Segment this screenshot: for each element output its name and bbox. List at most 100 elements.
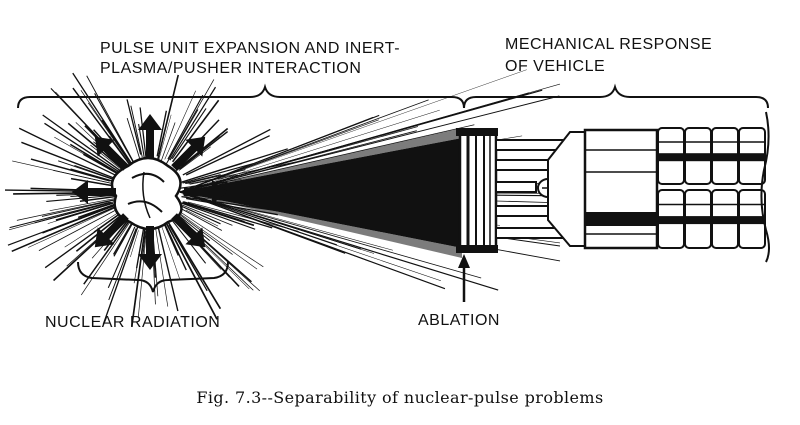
radiation-ray	[72, 72, 132, 164]
radiation-ray	[156, 224, 179, 312]
radiation-ray	[175, 212, 211, 241]
vehicle-module	[711, 189, 739, 249]
radiation-ray	[187, 201, 299, 232]
radiation-ray	[126, 117, 142, 165]
mechanical-response-label-line2: OF VEHICLE	[505, 58, 605, 75]
radiation-ray	[87, 102, 134, 168]
radiation-ray	[130, 105, 143, 158]
radiation-ray	[176, 209, 264, 268]
radiation-ray	[69, 143, 121, 175]
nuclear-radiation-brace	[77, 261, 229, 293]
radiation-ray	[86, 75, 135, 164]
radiation-ray	[179, 83, 561, 193]
radiation-ray	[162, 217, 218, 320]
radiation-ray	[188, 161, 296, 185]
blast-arrow	[138, 226, 162, 270]
ablation-label: ABLATION	[418, 312, 500, 329]
radiation-ray	[181, 204, 233, 226]
radiation-ray	[113, 221, 134, 257]
pulse-expansion-brace	[17, 83, 465, 109]
vehicle-module	[684, 127, 712, 185]
radiation-ray	[156, 110, 168, 157]
radiation-ray	[90, 144, 124, 172]
radiation-ray	[169, 79, 215, 158]
radiation-ray	[72, 87, 131, 166]
ablation-arrow	[458, 254, 470, 302]
radiation-ray	[49, 198, 116, 211]
radiation-ray	[169, 86, 217, 161]
radiation-ray	[130, 228, 146, 327]
radiation-ray	[179, 191, 482, 279]
radiation-ray	[21, 141, 120, 181]
radiation-ray	[180, 127, 229, 167]
radiation-ray	[53, 169, 118, 186]
radiation-ray	[177, 212, 233, 255]
radiation-ray	[157, 114, 172, 163]
vehicle-module	[684, 189, 712, 249]
vehicle-module	[657, 127, 685, 185]
radiation-ray	[107, 226, 136, 289]
radiation-ray	[177, 206, 223, 231]
radiation-ray	[164, 216, 222, 310]
radiation-ray	[30, 158, 110, 182]
radiation-ray	[8, 201, 115, 231]
radiation-ray	[135, 226, 145, 269]
radiation-ray	[179, 99, 429, 193]
vehicle-module	[711, 127, 739, 185]
radiation-ray	[80, 89, 134, 167]
radiation-ray	[168, 224, 208, 292]
vehicle-break-line	[760, 111, 770, 263]
radiation-ray	[130, 230, 139, 258]
blast-arrow	[138, 114, 162, 158]
radiation-ray	[179, 191, 446, 290]
vehicle-module	[657, 189, 685, 249]
vehicle-modules	[657, 127, 766, 249]
radiation-ray	[44, 122, 125, 176]
radiation-ray	[165, 109, 199, 166]
pulse-expansion-label-line1: PULSE UNIT EXPANSION AND INERT-	[100, 40, 400, 57]
radiation-ray	[156, 74, 180, 162]
radiation-ray	[42, 114, 123, 173]
radiation-ray	[155, 226, 169, 307]
radiation-ray	[160, 122, 176, 161]
radiation-ray	[80, 216, 134, 296]
radiation-ray	[179, 130, 417, 193]
radiation-ray	[178, 163, 243, 184]
radiation-ray	[179, 114, 380, 193]
radiation-ray	[126, 99, 142, 155]
radiation-ray	[41, 198, 120, 217]
blast-arrow	[171, 136, 206, 171]
radiation-ray	[182, 163, 254, 184]
radiation-ray	[139, 107, 147, 159]
radiation-ray	[38, 208, 119, 252]
figure-caption: Fig. 7.3--Separability of nuclear-pulse …	[196, 388, 604, 407]
radiation-ray	[164, 90, 196, 160]
blast-arrows	[72, 114, 228, 270]
radiation-ray	[178, 146, 211, 171]
radiation-ray	[102, 222, 140, 325]
radiation-ray	[185, 135, 270, 176]
radiation-ray	[74, 164, 116, 181]
mechanical-response-label-line1: MECHANICAL RESPONSE	[505, 36, 712, 53]
radiation-ray	[185, 209, 219, 227]
radiation-ray	[171, 99, 220, 163]
blast-arrow	[94, 136, 129, 171]
radiation-ray	[160, 224, 181, 280]
radiation-ray	[180, 202, 256, 230]
radiation-ray	[171, 108, 207, 160]
blast-arrow	[171, 213, 206, 248]
radiation-ray	[28, 207, 116, 248]
radiation-ray	[182, 201, 245, 223]
radiation-ray	[82, 203, 116, 217]
blast-arrow	[184, 180, 228, 204]
radiation-ray	[9, 201, 110, 229]
radiation-ray	[7, 202, 122, 246]
radiation-ray	[168, 216, 207, 264]
radiation-ray	[179, 69, 527, 193]
blast-arrow	[72, 180, 116, 204]
radiation-ray	[179, 191, 393, 251]
radiation-ray	[108, 228, 137, 301]
radiation-ray	[179, 191, 441, 282]
radiation-ray	[183, 201, 273, 229]
